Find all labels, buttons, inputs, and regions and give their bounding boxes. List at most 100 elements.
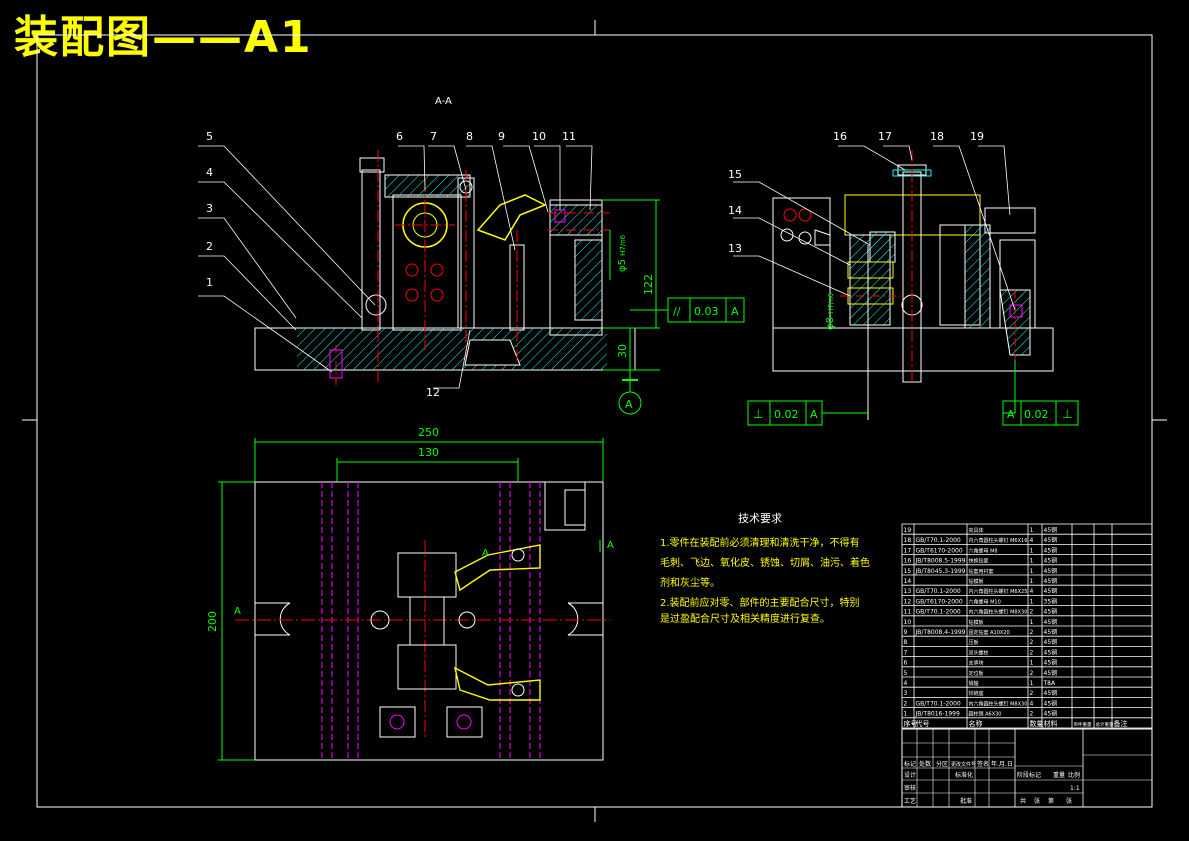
part-balloon-7: 7 xyxy=(430,130,437,143)
datum-a-label: A xyxy=(625,398,633,411)
parts-list-cell: 1 xyxy=(904,711,908,718)
tech-line-5: 是过盈配合尺寸及相关精度进行复查。 xyxy=(660,612,830,625)
parts-list-cell: 钻模板 xyxy=(969,619,984,626)
part-balloon-11: 11 xyxy=(562,130,576,143)
parts-list-cell: 夹具体 xyxy=(969,527,984,534)
tb-stage-3: 比例 xyxy=(1068,771,1080,779)
parts-list-cell: 1 xyxy=(1030,598,1034,605)
parts-list-cell: 15 xyxy=(904,568,912,575)
parts-list-cell: 45钢 xyxy=(1044,546,1058,554)
tech-heading: 技术要求 xyxy=(738,512,782,525)
parts-list-cell: 4 xyxy=(1030,588,1034,595)
parts-list-cell: 45钢 xyxy=(1044,536,1058,544)
leader-line xyxy=(883,145,913,161)
technical-requirements: 技术要求 1.零件在装配前必须清理和清洗干净，不得有 毛刺、飞边、氧化皮、锈蚀、… xyxy=(660,512,870,625)
leader-line xyxy=(466,145,516,251)
parts-list-cell: GB/T70.1-2000 xyxy=(916,537,961,544)
parts-list-cell: 内六角圆柱头螺钉 M6X25 xyxy=(969,588,1028,595)
parts-list-cell: 45钢 xyxy=(1044,557,1058,565)
parts-list-cell: 1 xyxy=(1030,547,1034,554)
parts-list-cell: 1 xyxy=(1030,619,1034,626)
parts-list-cell: JB/T8008.4-1999 xyxy=(915,629,966,636)
tb-sheet-1: 共 xyxy=(1020,797,1026,805)
tb-row1-c6: 年.月.日 xyxy=(991,760,1013,768)
parts-list-cell: 3 xyxy=(904,690,908,697)
parts-list-cell: 45钢 xyxy=(1044,638,1058,646)
parallel-value: 0.03 xyxy=(694,305,719,318)
parts-list-cell: 2 xyxy=(1030,609,1034,616)
parts-list-cell: 35钢 xyxy=(1044,597,1058,605)
parts-list-cell: 1 xyxy=(1030,558,1034,565)
dim-width-overall: 250 xyxy=(418,426,439,439)
part-balloon-1: 1 xyxy=(206,276,213,289)
parts-list-cell: 内六角圆柱头螺钉 M8X30 xyxy=(969,700,1028,707)
perp-tolerance-left: ⊥ 0.02 A xyxy=(747,400,868,426)
parts-list-cell: 1 xyxy=(1030,660,1034,667)
leader-line xyxy=(398,145,426,191)
part-balloon-15: 15 xyxy=(728,168,742,181)
parts-list-cell: GB/T6170-2000 xyxy=(916,547,963,554)
leader-line xyxy=(428,145,467,191)
parts-list-cell: 45钢 xyxy=(1044,628,1058,636)
part-balloon-14: 14 xyxy=(728,204,742,217)
parts-list-cell: 定位板 xyxy=(969,670,984,677)
tb-row4-c1: 工艺 xyxy=(904,797,916,805)
tb-stage-1: 阶段标记 xyxy=(1017,771,1041,779)
parts-list-cell: 1 xyxy=(1030,568,1034,575)
parts-list-cell: 内六角圆柱头螺钉 M6X16 xyxy=(969,537,1028,544)
dim-hole-d8-fit: H7/n6 xyxy=(827,292,835,314)
section-marker-right: A xyxy=(607,540,614,551)
parts-list-cell: 4 xyxy=(1030,700,1034,707)
part-balloon-10: 10 xyxy=(532,130,546,143)
dim-hole-d5: φ5 H7/n6 xyxy=(617,234,628,272)
parts-list-cell: 45钢 xyxy=(1044,648,1058,656)
parts-list-cell: 快换钻套 xyxy=(969,558,989,565)
leader-line xyxy=(733,217,851,266)
part-balloon-3: 3 xyxy=(206,202,213,215)
part-balloon-13: 13 xyxy=(728,242,742,255)
tb-sheet-3: 第 xyxy=(1048,797,1054,805)
parts-list-cell: 45钢 xyxy=(1044,608,1058,616)
parts-list-header: 备注 xyxy=(1114,719,1128,728)
parts-list-cell: JB/T8008.5-1999 xyxy=(915,558,966,565)
leader-line xyxy=(433,329,471,389)
parts-list-header: 代号 xyxy=(916,719,930,728)
parts-list-cell: 5 xyxy=(904,670,908,677)
perp-left-datum: A xyxy=(810,408,818,421)
parts-list-cell: 六角螺母 M10 xyxy=(969,598,1001,605)
tb-row2-c4: 标准化 xyxy=(955,771,973,779)
parallel-tolerance-frame: // 0.03 A xyxy=(630,297,745,323)
leader-line xyxy=(198,181,363,319)
part-balloon-18: 18 xyxy=(930,130,944,143)
parts-list-cell: 2 xyxy=(1030,629,1034,636)
parallel-symbol: // xyxy=(673,305,681,318)
title-block-grid xyxy=(916,729,990,807)
perp-right-symbol: ⊥ xyxy=(1062,407,1072,421)
parts-list-cell: 45钢 xyxy=(1044,567,1058,575)
parallel-datum: A xyxy=(731,305,739,318)
parts-list-cell: 钻套用衬套 xyxy=(969,568,994,575)
parts-list-cell: 1 xyxy=(1030,527,1034,534)
parts-list-cell: 19 xyxy=(904,527,912,534)
parts-list-cell: 17 xyxy=(904,547,912,554)
parts-list-cell: 13 xyxy=(904,588,912,595)
parts-list-cell: 45钢 xyxy=(1044,699,1058,707)
parts-list-cell: GB/T70.1-2000 xyxy=(916,588,961,595)
datum-a-marker: A xyxy=(618,379,642,415)
part-balloon-6: 6 xyxy=(396,130,403,143)
parts-list-header: 数量 xyxy=(1030,719,1044,728)
parts-list-cell: 1 xyxy=(1030,680,1034,687)
leader-line xyxy=(733,181,871,246)
parts-list-cell: 8 xyxy=(904,639,908,646)
tech-line-3: 剂和灰尘等。 xyxy=(660,576,720,589)
plan-view: 250 130 200 A A A xyxy=(206,426,614,761)
parts-list-cell: 45钢 xyxy=(1044,689,1058,697)
parts-list-header: 序号 xyxy=(904,719,918,728)
perp-left-symbol: ⊥ xyxy=(753,407,763,421)
side-view: φ8 H7/n6 ⊥ 0.02 A A 0.02 ⊥ xyxy=(747,150,1079,426)
tb-row1-c3: 分区 xyxy=(936,760,948,768)
tb-scale: 1:1 xyxy=(1070,785,1080,792)
parts-list-cell: 11 xyxy=(904,609,912,616)
tb-row2-c1: 设计 xyxy=(904,771,916,779)
